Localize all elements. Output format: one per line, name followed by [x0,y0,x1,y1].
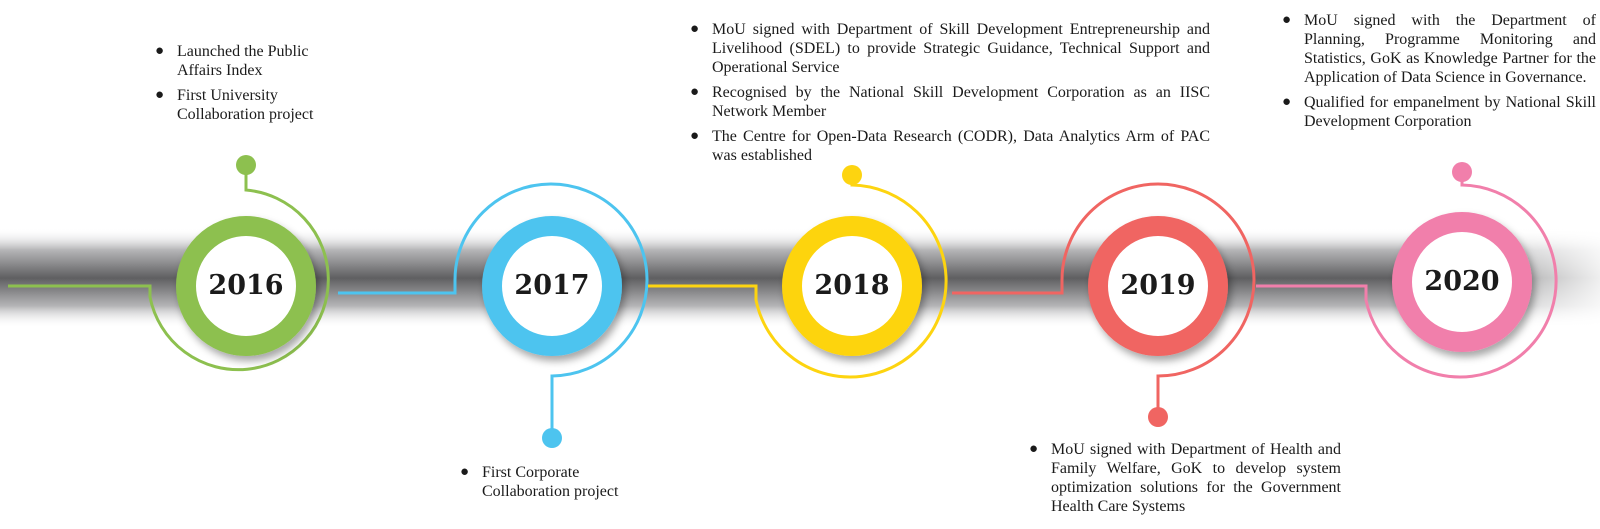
note-text: Launched the Public Affairs Index [177,43,309,79]
connector-2019 [952,182,1256,414]
note-text: MoU signed with Department of Health and… [1051,441,1341,515]
connector-2018 [648,178,948,379]
end-dot-2020 [1452,162,1472,182]
bullet-icon: ● [690,128,700,144]
bullet-icon: ● [1282,12,1292,28]
end-dot-2016 [236,155,256,175]
note-item: ● MoU signed with the Department of Plann… [1280,11,1596,87]
notes-2017: ● First Corporate Collaboration project [458,463,648,507]
bullet-icon: ● [460,464,470,480]
notes-2018: ● MoU signed with Department of Skill Dev… [688,20,1210,171]
year-label-2017: 2017 [514,270,590,301]
note-text: First University Collaboration project [177,87,314,123]
bullet-icon: ● [690,84,700,100]
note-item: ● The Centre for Open-Data Research (CODR… [688,127,1210,165]
note-text: MoU signed with the Department of Planni… [1304,12,1596,86]
connector-2020 [1256,175,1558,379]
end-dot-2019 [1148,407,1168,427]
notes-2016: ● Launched the Public Affairs Index ● Firs… [153,42,331,130]
end-dot-2018 [842,165,862,185]
year-ring-2020 [1392,212,1532,352]
note-text: First Corporate Collaboration project [482,464,619,500]
note-item: ● MoU signed with Department of Health an… [1027,440,1341,516]
year-ring-2016 [176,216,316,356]
year-ring-2019 [1088,216,1228,356]
timeline-rings [176,212,1532,356]
end-dot-2017 [542,428,562,448]
bullet-icon: ● [1282,94,1292,110]
timeline-connectors [8,172,1558,432]
year-ring-2018 [782,216,922,356]
bullet-icon: ● [690,21,700,37]
year-label-2020: 2020 [1424,266,1500,297]
notes-2020: ● MoU signed with the Department of Plann… [1280,11,1596,137]
note-item: ● MoU signed with Department of Skill Dev… [688,20,1210,77]
year-label-2016: 2016 [208,270,284,301]
note-item: ● Launched the Public Affairs Index [153,42,331,80]
notes-2019: ● MoU signed with Department of Health an… [1027,440,1341,522]
bullet-icon: ● [155,43,165,59]
bullet-icon: ● [1029,441,1039,457]
timeline-end-dots [236,155,1472,448]
note-text: The Centre for Open-Data Research (CODR)… [712,128,1210,164]
note-item: ● Recognised by the National Skill Develo… [688,83,1210,121]
note-item: ● First University Collaboration project [153,86,331,124]
year-ring-2017 [482,216,622,356]
note-item: ● First Corporate Collaboration project [458,463,648,501]
note-text: Qualified for empanelment by National Sk… [1304,94,1596,130]
note-item: ● Qualified for empanelment by National S… [1280,93,1596,131]
connector-2016 [8,172,330,372]
note-text: Recognised by the National Skill Develop… [712,84,1210,120]
year-label-2019: 2019 [1120,270,1196,301]
year-label-2018: 2018 [814,270,890,301]
connector-2017 [338,182,649,432]
bullet-icon: ● [155,87,165,103]
note-text: MoU signed with Department of Skill Deve… [712,21,1210,76]
